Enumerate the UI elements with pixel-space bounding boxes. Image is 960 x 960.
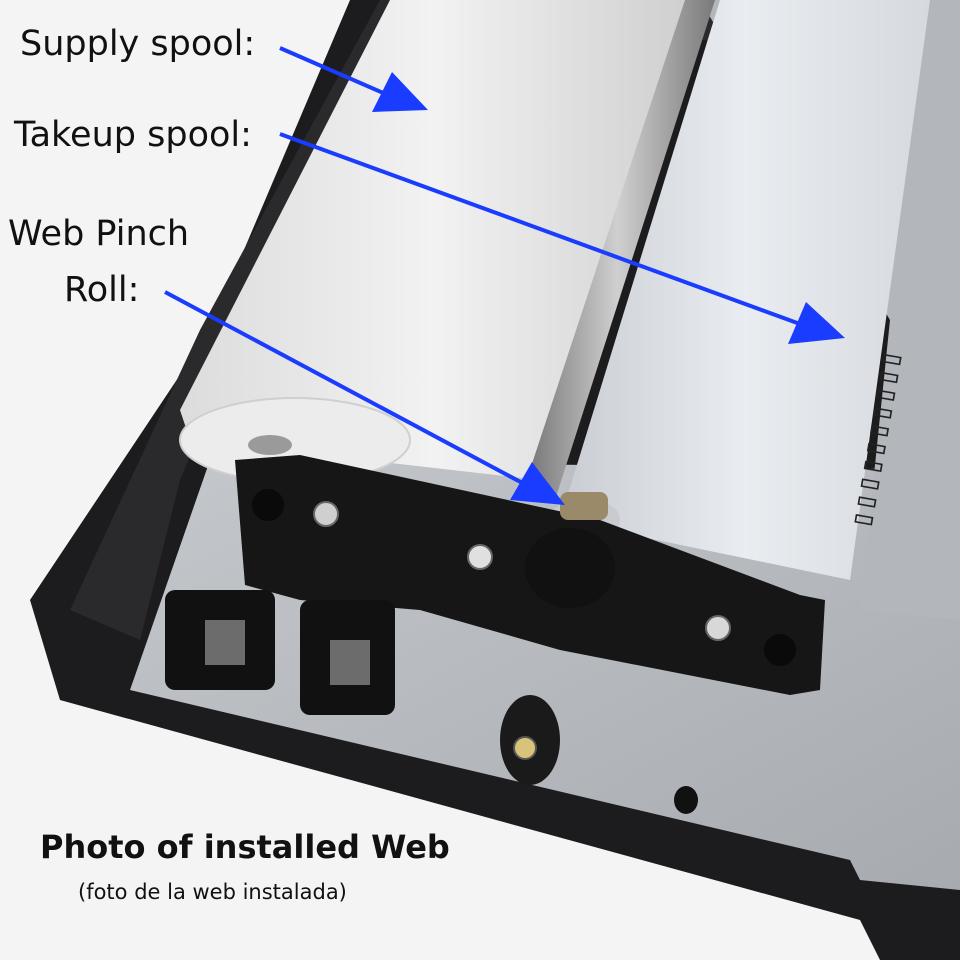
center-rod bbox=[520, 0, 715, 500]
arrows bbox=[164, 46, 845, 505]
pinch-roll-arrow-head bbox=[510, 462, 565, 505]
web-pinch-roll-label-line2: Roll: bbox=[64, 270, 140, 310]
supply-spool-arrow-line bbox=[279, 46, 389, 97]
latch-right-clip bbox=[330, 640, 370, 685]
takeup-spool-roll bbox=[560, 0, 930, 580]
bracket-screw-2 bbox=[467, 544, 493, 570]
supply-spool-roll bbox=[180, 0, 690, 480]
pinch-roll-arrow-line bbox=[164, 290, 529, 488]
supply-spool-core bbox=[248, 435, 292, 455]
plate-screw bbox=[513, 736, 537, 760]
plate-hole bbox=[674, 786, 698, 814]
takeup-spool-label: Takeup spool: bbox=[14, 115, 252, 155]
bracket-hole-2 bbox=[764, 634, 796, 666]
caption-subtitle: (foto de la web instalada) bbox=[78, 880, 347, 904]
pinch-roll-shaft bbox=[560, 492, 608, 520]
supply-spool-arrow-head bbox=[372, 72, 428, 112]
caption-title: Photo of installed Web bbox=[40, 828, 450, 866]
supply-spool-label: Supply spool: bbox=[20, 24, 256, 64]
bracket-screw-1 bbox=[313, 501, 339, 527]
takeup-spool-arrow-line bbox=[279, 132, 801, 326]
bracket-screw-3 bbox=[705, 615, 731, 641]
bracket-hole-1 bbox=[252, 489, 284, 521]
takeup-spool-arrow-head bbox=[788, 302, 845, 344]
pinch-roll-knob bbox=[525, 528, 615, 608]
latch-left-clip bbox=[205, 620, 245, 665]
web-pinch-roll-label-line1: Web Pinch bbox=[8, 214, 190, 254]
